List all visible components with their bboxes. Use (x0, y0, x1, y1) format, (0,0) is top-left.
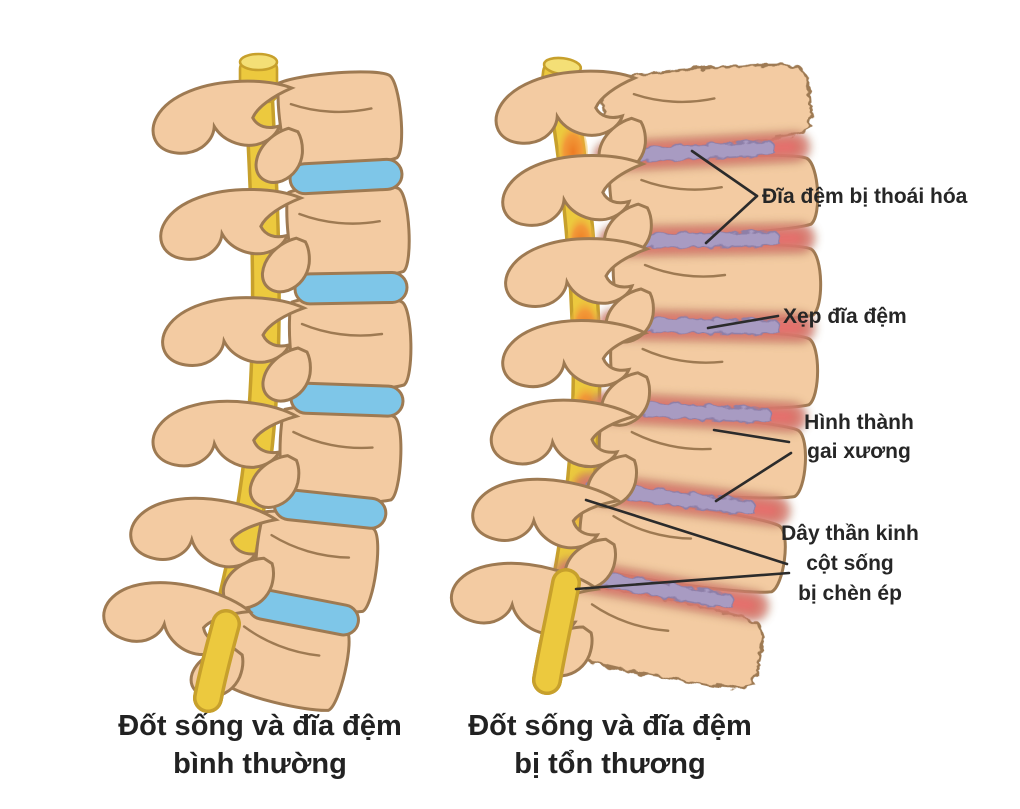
caption-damaged-line2: bị tổn thương (514, 748, 706, 780)
leader-line-pinched-nerve-1 (584, 498, 789, 566)
leader-line-degenerated-disc-1 (690, 149, 759, 198)
caption-normal-spine: Đốt sống và đĩa đệm bình thường (90, 707, 430, 783)
label-pinched-nerve-line3: bị chèn ép (798, 582, 902, 605)
spinal-cord-tail (193, 609, 241, 713)
label-pinched-nerve-line2: cột sống (806, 552, 894, 575)
left-vertebral-column (214, 67, 413, 719)
leader-line-pinched-nerve-2 (574, 571, 791, 591)
leader-line-degenerated-disc-2 (704, 194, 759, 245)
label-collapsed-disc: Xẹp đĩa đệm (783, 305, 907, 328)
right-spine-illustration (438, 56, 823, 699)
leader-line-bone-spur-2 (714, 451, 793, 503)
healthy-disc (293, 270, 409, 306)
caption-damaged-spine: Đốt sống và đĩa đệm bị tổn thương (440, 707, 780, 783)
caption-normal-line1: Đốt sống và đĩa đệm (118, 710, 402, 742)
label-bone-spur-line2: gai xương (807, 440, 911, 463)
label-pinched-nerve-line1: Dây thần kinh (781, 522, 919, 545)
leader-line-bone-spur-1 (712, 428, 791, 444)
caption-normal-line2: bình thường (173, 748, 347, 780)
leader-line-collapsed-disc (706, 314, 780, 330)
healthy-disc (289, 381, 405, 419)
label-bone-spur-line1: Hình thành (804, 411, 914, 434)
left-spine-illustration (88, 52, 413, 719)
label-degenerated-disc: Đĩa đệm bị thoái hóa (762, 185, 968, 208)
annotation-leader-lines (574, 149, 793, 591)
spinal-cord-tail (532, 568, 581, 695)
label-pinched-nerve: Dây thần kinh cột sống bị chèn ép (775, 519, 925, 609)
healthy-disc (287, 157, 405, 196)
label-bone-spur: Hình thành gai xương (793, 408, 925, 466)
caption-damaged-line1: Đốt sống và đĩa đệm (468, 710, 752, 742)
